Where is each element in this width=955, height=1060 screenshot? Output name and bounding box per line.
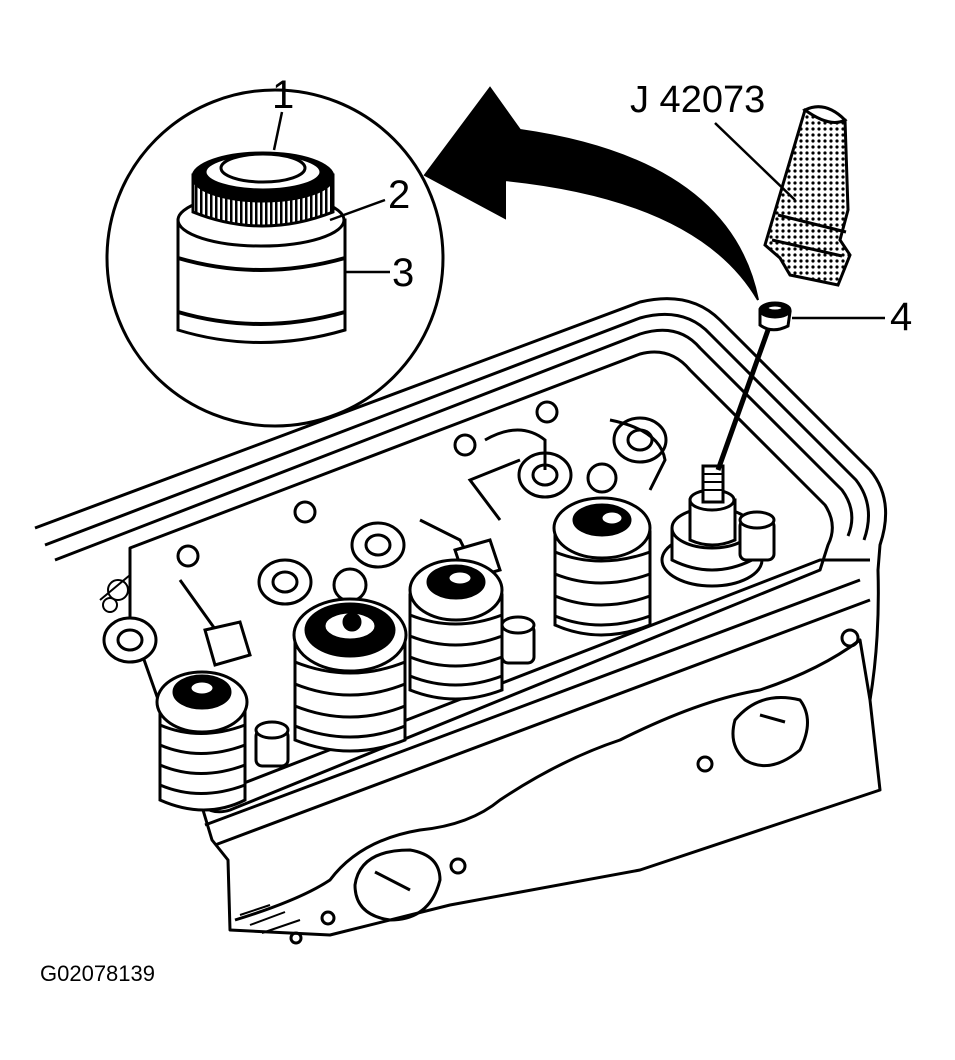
leader-lines [272,111,885,320]
valve-spring-1 [155,670,290,812]
callout-1: 1 [272,73,294,117]
casting-mark [99,574,131,613]
flange-bolt-hole [449,857,467,875]
head-interior [99,400,668,667]
head-rail-3 [54,328,854,562]
callout-4: 4 [890,295,912,339]
leader-1 [272,111,284,151]
exhaust-flange [234,638,872,922]
tool-handle [763,108,852,287]
valve-spring-3 [408,558,536,701]
figure-id: G02078139 [40,961,155,986]
head-deck-edge [199,558,870,802]
valve-seal-detail [176,151,347,344]
seal-body [176,218,347,344]
tool-guide-rod [715,329,771,471]
head-rail-2 [44,312,870,547]
flange-bolt-hole [840,628,860,648]
valve-stem-seat [660,464,776,588]
head-deck-edge-2 [204,578,861,827]
flange-bolt-hole [289,931,303,945]
callout-3: 3 [392,251,414,295]
cylinder-head [34,297,888,945]
port-2 [731,696,809,768]
port-1 [353,848,442,922]
leader-tool [714,122,796,201]
head-deck-edge-3 [214,598,871,847]
tool-number-label: J 42073 [630,79,765,121]
callout-2: 2 [388,173,410,217]
curved-arrow [423,86,759,301]
detail-inset [105,88,445,428]
valve-spring-2 [292,597,408,753]
base-hatching [239,904,301,934]
leader-2 [329,198,386,222]
installer-tool [715,105,852,471]
flange-bolt-hole [320,910,336,926]
flange-bolt-hole [696,755,714,773]
valve-spring-4 [552,496,652,637]
